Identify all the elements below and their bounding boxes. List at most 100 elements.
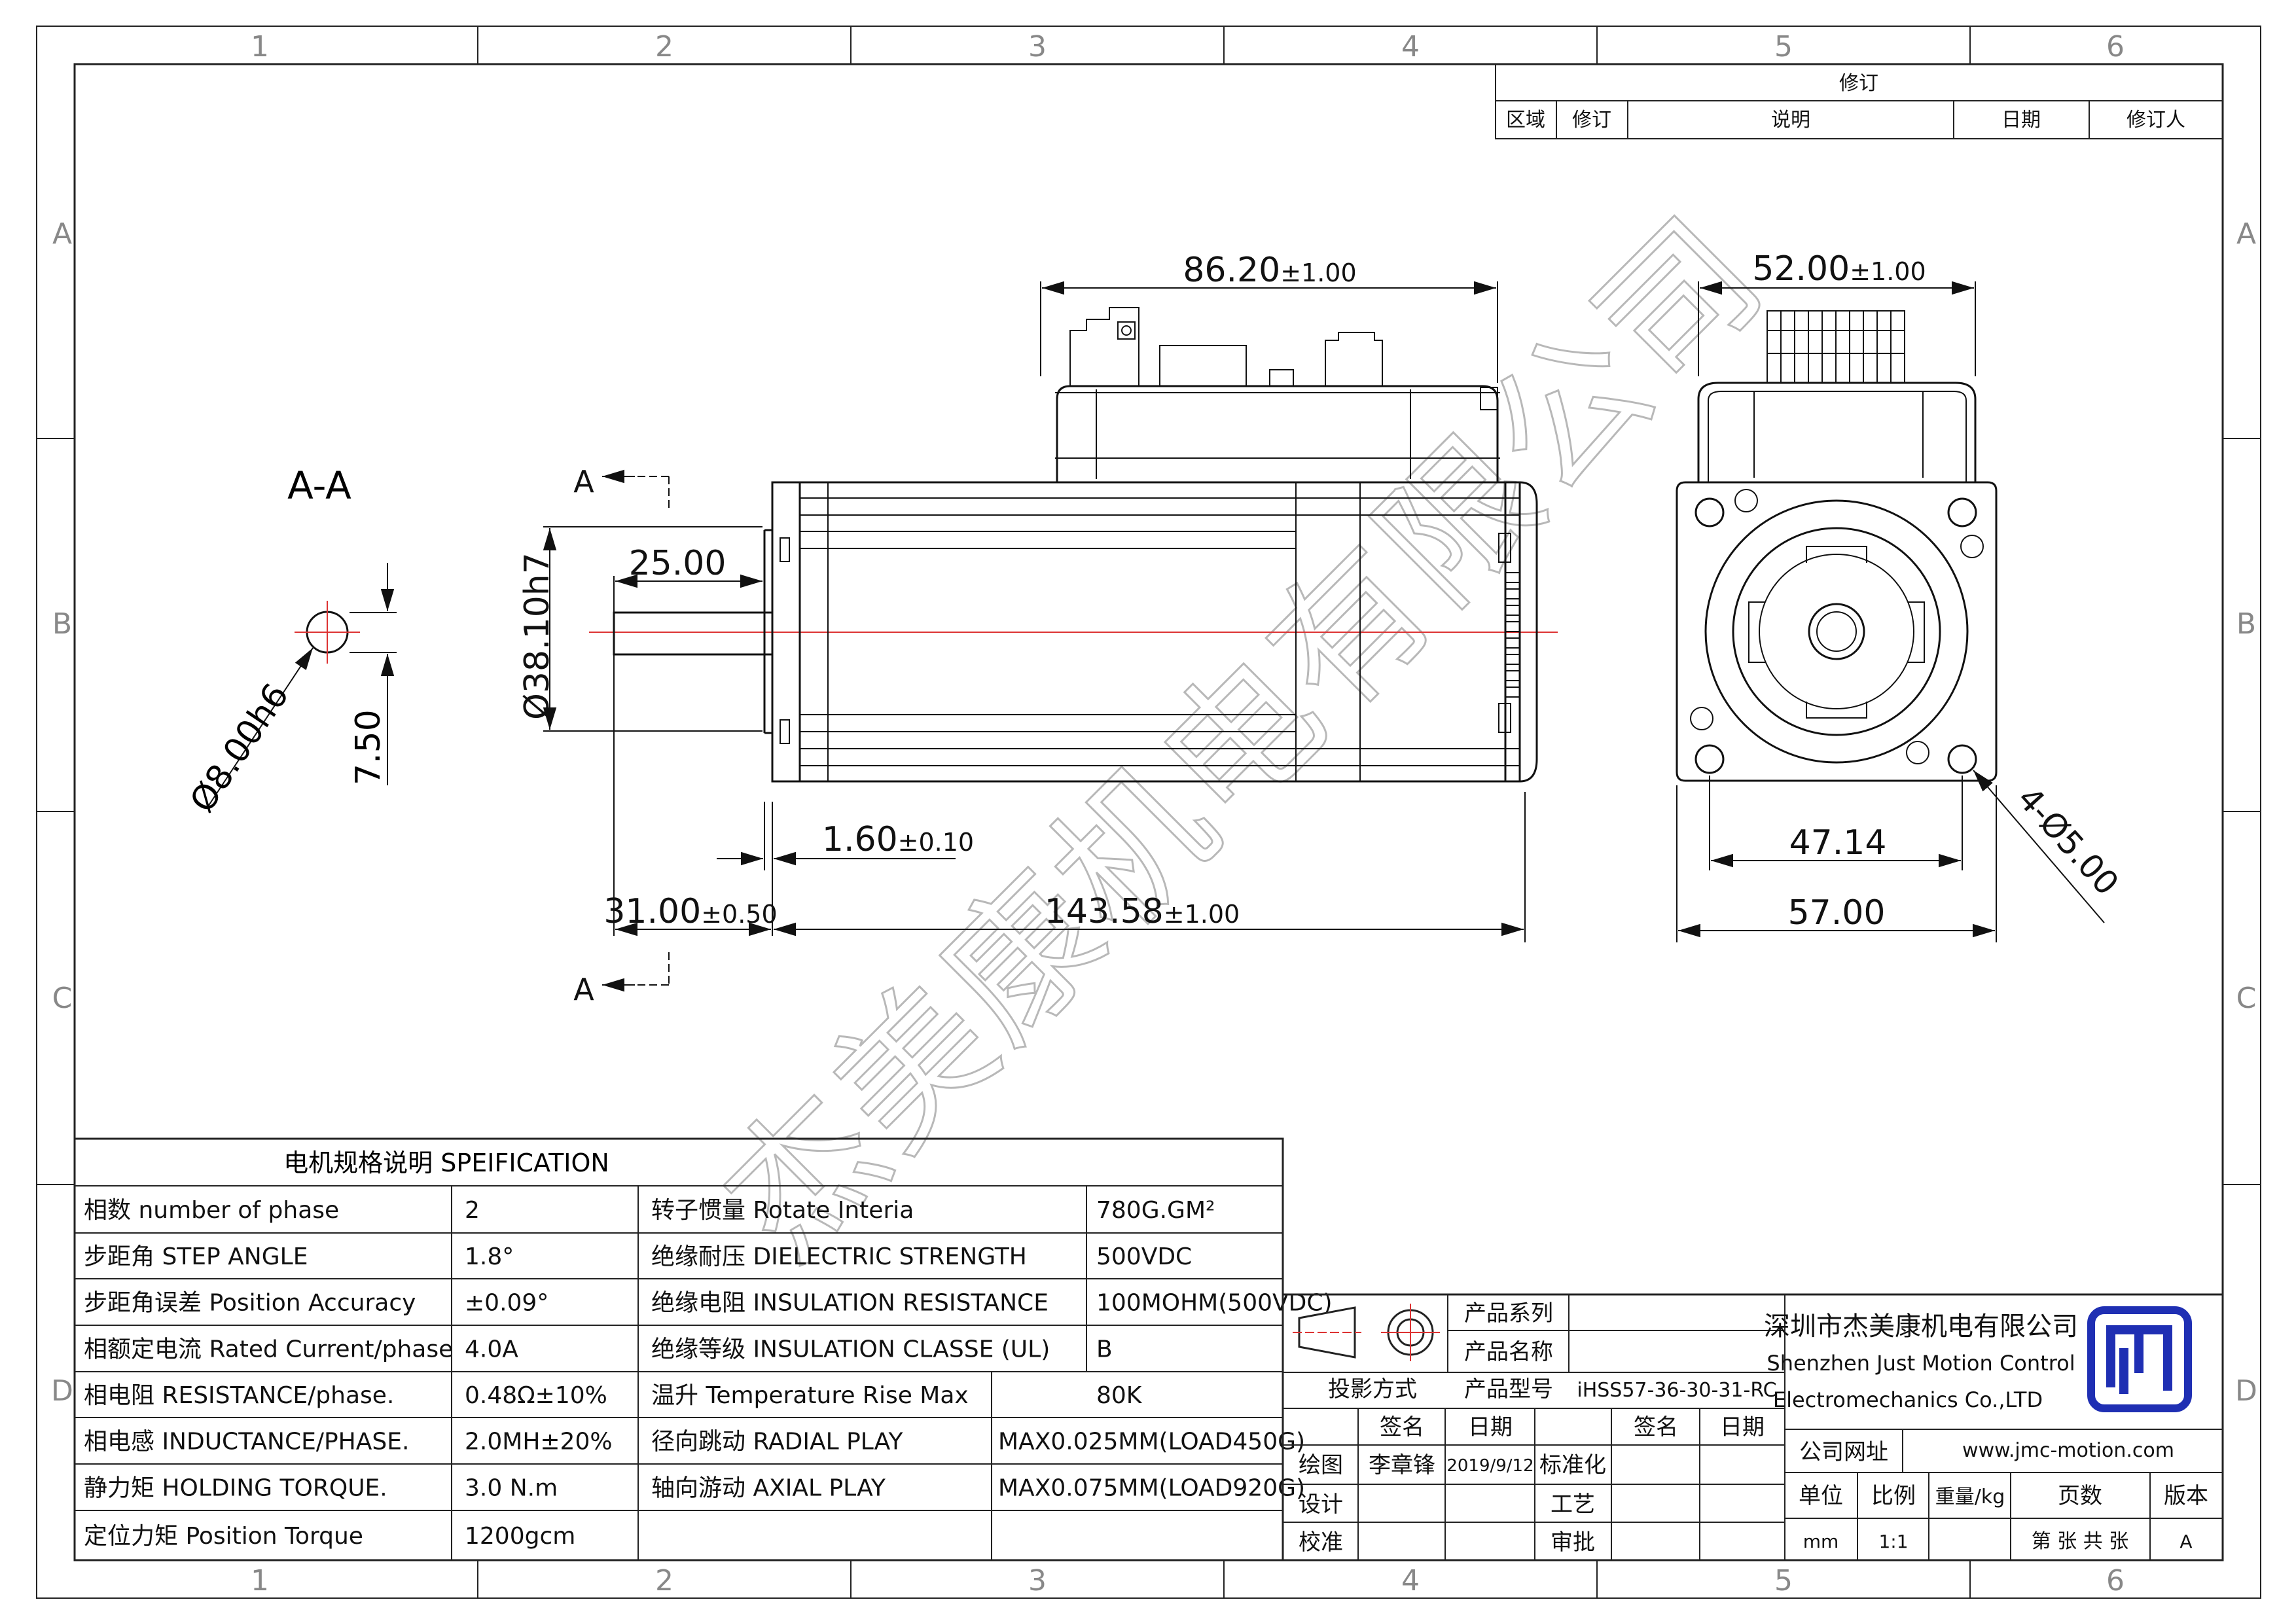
spec-param-value-right: B (1096, 1336, 1113, 1363)
spec-param-value: 4.0A (465, 1336, 518, 1363)
title-block: 产品系列 产品名称 产品型号 iHSS57-36-30-31-RC 投影方式 签… (1282, 1293, 2224, 1561)
body-length-dim: 86.20±1.00 (1183, 251, 1356, 290)
spec-title: 电机规格说明 SPEIFICATION (283, 1149, 609, 1177)
tb-sign: 签名 (1380, 1414, 1424, 1440)
col-2-bottom: 2 (655, 1564, 673, 1597)
total-length-dim: 143.58±1.00 (1045, 892, 1240, 931)
tb-date: 日期 (1468, 1414, 1513, 1440)
col-1-bottom: 1 (251, 1564, 269, 1597)
tb-website: www.jmc-motion.com (1962, 1439, 2174, 1462)
row-a-right: A (2236, 217, 2256, 251)
cooling-fins (1505, 572, 1520, 698)
row-a: A (52, 217, 72, 251)
spec-param-label: 相额定电流 Rated Current/phase (84, 1336, 453, 1363)
revision-col-reviser: 修订人 (2126, 109, 2185, 132)
col-6: 6 (2106, 30, 2125, 63)
flange-size-dim: 57.00 (1788, 893, 1886, 933)
watermark: 杰美康机电有限公司 (691, 185, 1797, 1292)
spec-param-label: 相电阻 RESISTANCE/phase. (84, 1382, 394, 1409)
bearing-boss (1748, 546, 1925, 719)
tb-company-en1: Shenzhen Just Motion Control (1767, 1351, 2075, 1376)
hole-spacing-dim: 47.14 (1789, 823, 1887, 863)
spec-param-value: ±0.09° (465, 1290, 548, 1317)
tb-unit-value: mm (1803, 1531, 1839, 1552)
spec-param-label-right: 转子惯量 Rotate Interia (651, 1197, 914, 1224)
tb-version-value: A (2179, 1531, 2192, 1552)
spec-param-label-right: 绝缘等级 INSULATION CLASSE (UL) (651, 1336, 1050, 1363)
tb-drawn-by: 李章锋 (1369, 1452, 1435, 1478)
connector-right (1325, 332, 1383, 386)
spec-param-label: 步距角误差 Position Accuracy (84, 1290, 416, 1317)
tb-model-value: iHSS57-36-30-31-RC (1577, 1379, 1776, 1402)
tb-weight: 重量/kg (1935, 1486, 2005, 1508)
spec-param-label: 相电感 INDUCTANCE/PHASE. (84, 1429, 409, 1455)
spec-param-value-right: 80K (1096, 1382, 1143, 1409)
section-label: A-A (287, 463, 351, 508)
spec-param-value: 2 (465, 1197, 480, 1224)
tb-company-cn: 深圳市杰美康机电有限公司 (1764, 1311, 2078, 1342)
tb-pages-value: 第 张 共 张 (2032, 1530, 2129, 1553)
tb-scale-value: 1:1 (1878, 1531, 1908, 1552)
tb-website-label: 公司网址 (1799, 1439, 1888, 1465)
frame-zone-labels: 1 2 3 4 5 6 1 2 3 4 5 6 A B C D A B C D (51, 30, 2257, 1597)
shaft-diameter-dimension: Ø8.00h6 (183, 677, 296, 819)
cut-label-bottom: A (573, 972, 594, 1007)
spec-param-label-right: 温升 Temperature Rise Max (651, 1382, 969, 1409)
col-5: 5 (1774, 30, 1793, 63)
tb-product-series: 产品系列 (1464, 1300, 1553, 1327)
tb-product-model: 产品型号 (1464, 1376, 1553, 1402)
col-2: 2 (655, 30, 673, 63)
tb-date2: 日期 (1720, 1414, 1765, 1440)
mounting-holes (1695, 497, 1977, 774)
tb-pages: 页数 (2058, 1483, 2102, 1509)
tb-projection: 投影方式 (1328, 1376, 1417, 1402)
col-4: 4 (1401, 30, 1420, 63)
rear-cap (1504, 481, 1538, 783)
tb-design: 设计 (1299, 1491, 1343, 1518)
tb-approve: 审批 (1551, 1529, 1595, 1556)
spec-param-label-right: 绝缘电阻 INSULATION RESISTANCE (651, 1290, 1049, 1317)
col-5-bottom: 5 (1774, 1564, 1793, 1597)
spec-param-value-right: MAX0.075MM(LOAD920G) (998, 1475, 1305, 1502)
revision-col-desc: 说明 (1771, 109, 1810, 132)
spec-param-value-right: 780G.GM² (1096, 1197, 1215, 1224)
spec-param-label: 步距角 STEP ANGLE (84, 1243, 308, 1270)
revision-col-date: 日期 (2001, 109, 2041, 132)
revision-col-rev: 修订 (1572, 109, 1611, 132)
spec-param-value-right: 500VDC (1096, 1243, 1192, 1270)
cut-label-top: A (573, 464, 594, 499)
tb-standard: 标准化 (1539, 1452, 1606, 1478)
spec-param-label-right: 绝缘耐压 DIELECTRIC STRENGTH (651, 1243, 1027, 1270)
end-view-dimensions (1676, 281, 2105, 942)
spec-param-label-right: 径向跳动 RADIAL PLAY (651, 1429, 904, 1455)
col-4-bottom: 4 (1401, 1564, 1420, 1597)
col-3: 3 (1028, 30, 1047, 63)
row-d-right: D (2235, 1374, 2257, 1408)
col-6-bottom: 6 (2106, 1564, 2125, 1597)
row-c: C (52, 982, 73, 1015)
tb-drawn-date: 2019/9/12 (1446, 1456, 1534, 1476)
end-shaft (1808, 603, 1865, 660)
company-logo-icon (2087, 1306, 2192, 1412)
row-b: B (52, 607, 72, 641)
spec-param-value-right: MAX0.025MM(LOAD450G) (998, 1429, 1305, 1455)
spec-param-label: 定位力矩 Position Torque (84, 1523, 363, 1550)
flange-thickness-dim: 1.60±0.10 (822, 820, 974, 859)
side-view-dimensions (543, 281, 1526, 992)
end-view (1676, 310, 1998, 782)
spec-param-value: 1.8° (465, 1243, 514, 1270)
projection-frustum-icon (1298, 1306, 1356, 1359)
row-b-right: B (2236, 607, 2256, 641)
revision-col-area: 区域 (1506, 109, 1545, 132)
row-c-right: C (2236, 982, 2257, 1015)
width-dim: 52.00±1.00 (1752, 249, 1926, 289)
spec-param-label-right: 轴向游动 AXIAL PLAY (651, 1475, 886, 1502)
shaft-extension-dim: 31.00±0.50 (603, 892, 777, 931)
side-view (589, 307, 1558, 783)
shaft-length-dim: 25.00 (629, 544, 726, 583)
tb-drawn: 绘图 (1299, 1452, 1343, 1478)
spec-param-value: 2.0MH±20% (465, 1429, 613, 1455)
tb-check: 校准 (1299, 1529, 1343, 1556)
